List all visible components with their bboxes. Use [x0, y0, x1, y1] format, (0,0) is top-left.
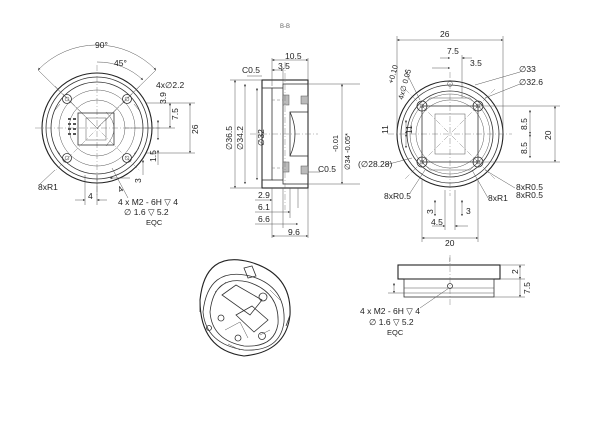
side-dim-2-label: 2: [510, 269, 520, 274]
side-thread-eqc-label: EQC: [387, 328, 404, 337]
isometric-view: [199, 259, 291, 357]
section-view-labels: B-B 10.5 3.5 C0.5 ∅36.5 ∅34.2 ∅32 -0.01 …: [224, 24, 352, 237]
back-dim-3-a-label: 3: [425, 209, 435, 214]
back-dim-26-label: 26: [440, 29, 450, 39]
tol-plus-label: +0.10: [386, 64, 400, 85]
dim-4-5-label: 4.5: [431, 217, 443, 227]
side-view-labels: I 2 7.5 4 x M2 - 6H ▽ 4 ∅ 1.6 ▽ 5.2 EQC: [360, 258, 532, 337]
back-view-labels: 26 7.5 3.5 +0.10 4x∅ 0.05 ∅33 ∅32.6 11 1…: [358, 29, 553, 248]
front-view: [35, 44, 195, 205]
back-view: [384, 36, 560, 242]
dim-20-right-label: 20: [543, 130, 553, 140]
radius-r05-b-label: 8xR0.5: [516, 190, 543, 200]
dim-1-5-label: 1.5: [148, 150, 158, 162]
thread-eqc-label: EQC: [146, 218, 163, 227]
front-view-labels: 90° 45° 4x∅2.2 3.9 7.5 26 1.5 3 8xR1 4 4…: [38, 40, 200, 227]
angle-90-label: 90°: [95, 40, 108, 50]
back-dim-3-b-label: 3: [466, 206, 471, 216]
dia-34-2-label: ∅34.2: [235, 126, 245, 150]
dim-4-side-label: 4: [115, 184, 125, 195]
tol-upper-label: -0.01: [331, 135, 340, 152]
side-thread-line2-label: ∅ 1.6 ▽ 5.2: [369, 317, 414, 327]
back-holes-4x-label: 4x∅ 0.05: [396, 68, 413, 100]
holes-4x-label: 4x∅2.2: [156, 80, 184, 90]
dim-6-1-label: 6.1: [258, 202, 270, 212]
dim-10-5-label: 10.5: [285, 51, 302, 61]
dim-9-6-label: 9.6: [288, 227, 300, 237]
angle-45-label: 45°: [114, 58, 127, 68]
dim-11-a-label: 11: [380, 125, 390, 134]
radius-8x-label: 8xR1: [38, 182, 58, 192]
dim-8-5-a-label: 8.5: [519, 118, 529, 130]
radius-r05-a-label: 8xR0.5: [516, 182, 543, 192]
thread-line2-label: ∅ 1.6 ▽ 5.2: [124, 207, 169, 217]
dim-20-bottom-label: 20: [445, 238, 455, 248]
dim-3-5-label: 3.5: [278, 61, 290, 71]
dim-26-label: 26: [190, 124, 200, 134]
dim-3-9-label: 3.9: [158, 92, 168, 104]
dia-36-5-label: ∅36.5: [224, 126, 234, 150]
side-thread-line1-label: 4 x M2 - 6H ▽ 4: [360, 306, 420, 316]
section-label: B-B: [280, 24, 290, 30]
back-dim-7-5-label: 7.5: [447, 46, 459, 56]
tol-lower-label: ∅34 -0.05*: [343, 133, 352, 170]
side-view: [388, 255, 525, 309]
dia-28-28-label: (∅28.28): [358, 159, 393, 169]
chamfer-top-label: C0.5: [242, 65, 260, 75]
radius-r05-left-label: 8xR0.5: [384, 191, 411, 201]
dim-11-b-label: 11: [404, 125, 414, 134]
dim-3-left-label: 3: [133, 178, 143, 183]
dim-6-6-label: 6.6: [258, 214, 270, 224]
section-mark-label: I: [449, 258, 451, 264]
radius-r1-label: 8xR1: [488, 193, 508, 203]
thread-line1-label: 4 x M2 - 6H ▽ 4: [118, 197, 178, 207]
chamfer-bottom-label: C0.5: [318, 164, 336, 174]
dia-32-6-label: ∅32.6: [519, 77, 543, 87]
back-dim-3-5-label: 3.5: [470, 58, 482, 68]
side-dim-7-5-label: 7.5: [522, 282, 532, 294]
dia-33-label: ∅33: [519, 64, 536, 74]
dia-32-label: ∅32: [256, 129, 266, 146]
dim-2-9-label: 2.9: [258, 190, 270, 200]
dim-7-5-label: 7.5: [170, 108, 180, 120]
section-view: [230, 58, 360, 238]
dim-8-5-b-label: 8.5: [519, 142, 529, 154]
dim-4-bottom-label: 4: [88, 191, 93, 201]
